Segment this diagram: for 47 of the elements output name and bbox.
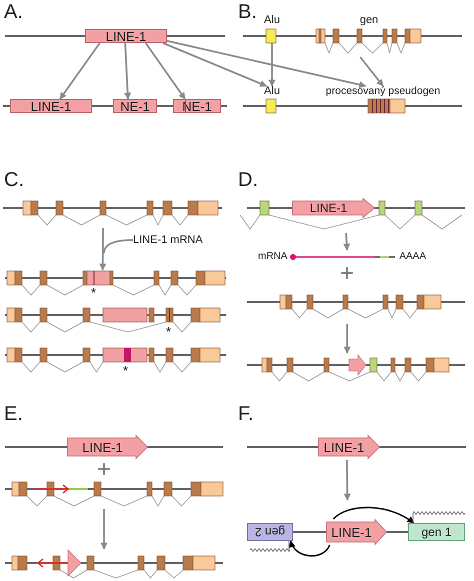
- inverted-sequence-box: NE-1: [173, 99, 221, 113]
- arrow: [268, 43, 276, 87]
- plus-sign: +: [97, 458, 112, 482]
- panel-letter: E.: [4, 404, 23, 424]
- poly-a-label: AAAA: [399, 250, 426, 264]
- arrow: [100, 509, 108, 550]
- sequence-label: LINE-1: [331, 524, 372, 540]
- sequence-label: LINE-1: [310, 201, 348, 215]
- sequence-label: LINE-1: [324, 440, 364, 454]
- strand-label: mRNA: [258, 250, 288, 264]
- element-label: Alu: [264, 15, 280, 26]
- arrow: [59, 42, 100, 100]
- panel-letter: C.: [4, 170, 24, 190]
- transposon-element: [292, 198, 375, 218]
- sequence-box: LINE-1: [10, 99, 92, 113]
- asterisk: *: [123, 364, 128, 377]
- arrow: [344, 460, 351, 501]
- mrna-label: LINE-1 mRNA: [133, 232, 223, 248]
- arrow: [343, 232, 350, 251]
- panel-letter: F.: [238, 404, 254, 424]
- transposon-element: [318, 435, 380, 459]
- element-label: procesovaný pseudogen: [326, 86, 440, 96]
- arrow: [144, 42, 186, 100]
- leader-line: [103, 239, 134, 254]
- panel-letter: D.: [238, 170, 258, 190]
- sequence-box: LINE-1: [85, 29, 167, 43]
- arrow: [344, 324, 351, 354]
- transposon-element: [326, 519, 387, 545]
- curved-arrow: [332, 506, 414, 524]
- panel-letter: B.: [238, 2, 257, 22]
- plus-sign: +: [340, 262, 354, 286]
- panel-letter: A.: [4, 2, 23, 22]
- sequence-label: LINE-1: [82, 440, 123, 454]
- arrow: [166, 40, 366, 88]
- element-label: Alu: [264, 86, 280, 97]
- asterisk: *: [91, 286, 96, 299]
- curved-arrow: [290, 540, 330, 557]
- arrow: [99, 228, 106, 271]
- asterisk: *: [166, 325, 172, 338]
- gene-box: gen 1: [408, 523, 465, 541]
- arrow: [162, 42, 268, 87]
- arrow: [360, 56, 384, 87]
- gene-box: gen 2: [247, 523, 293, 541]
- arrow: [124, 42, 132, 100]
- transposon-element: [67, 435, 148, 459]
- truncated-sequence-box: NE-1: [113, 99, 157, 113]
- element-label: gen: [360, 15, 378, 26]
